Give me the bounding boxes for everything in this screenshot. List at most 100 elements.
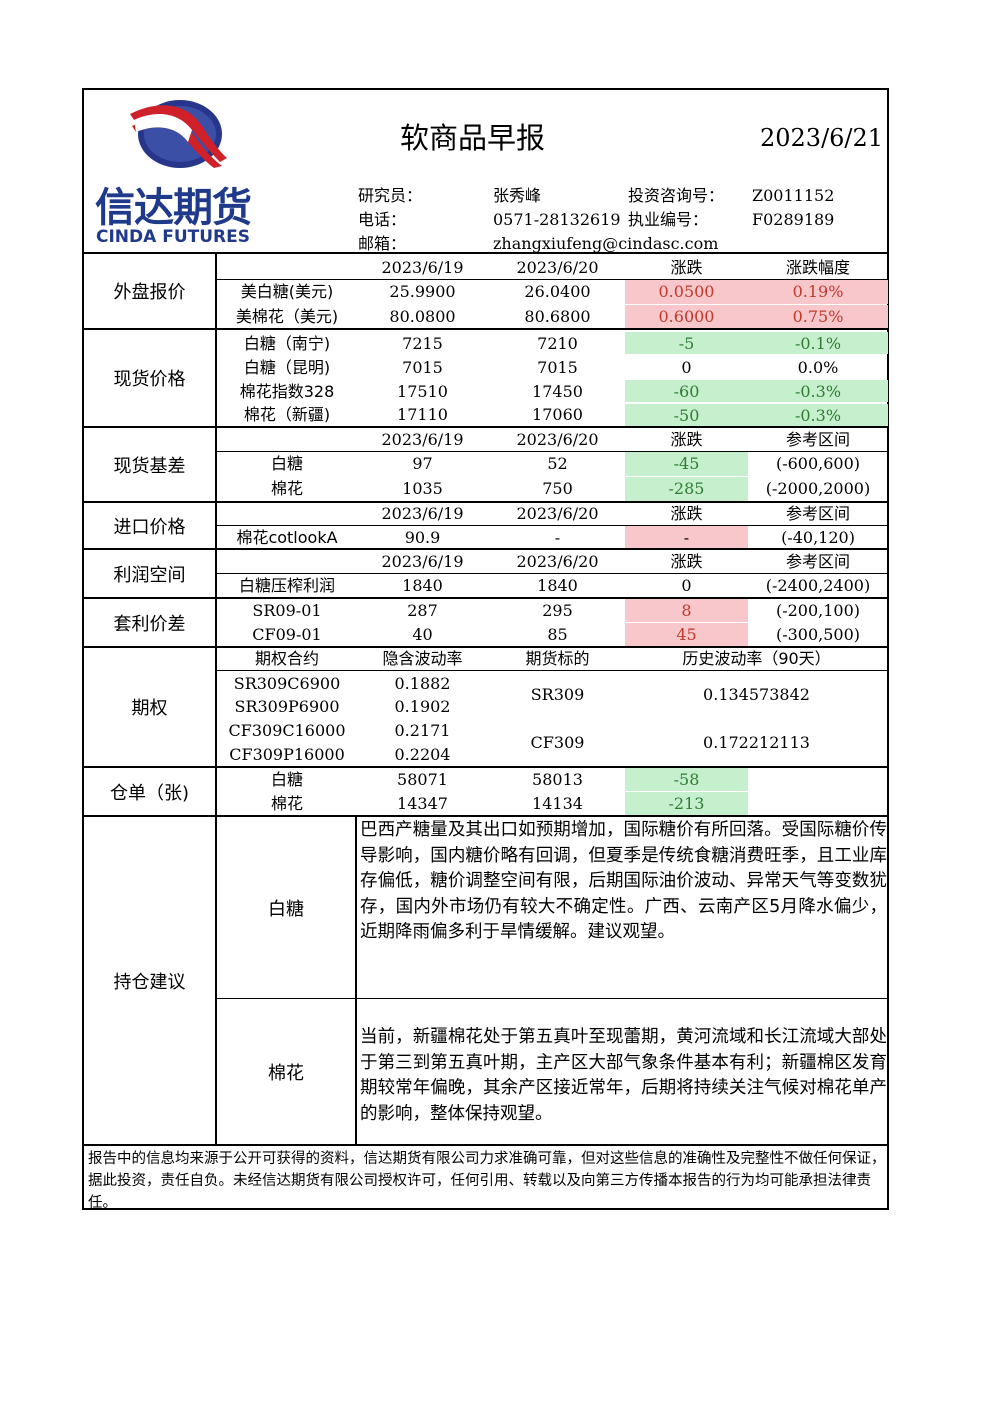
spot-chg: -60 [625, 380, 748, 402]
basis-range: (-2000,2000) [765, 479, 871, 498]
consult-no: Z0011152 [752, 186, 835, 205]
import-v1: 90.9 [404, 528, 441, 547]
col-underlying: 期货标的 [525, 649, 590, 668]
overseas-chg: 0.0500 [625, 280, 748, 304]
option-contract: SR309C6900 [233, 674, 341, 693]
warehouse-chg: -213 [625, 792, 748, 815]
profit-name: 白糖压榨利润 [238, 576, 335, 595]
spot-pct: -0.3% [748, 380, 888, 402]
section-import: 进口价格 [113, 516, 186, 538]
report-date: 2023/6/21 [760, 124, 884, 152]
col-change: 涨跌 [670, 258, 703, 277]
report-frame [82, 88, 889, 1210]
import-range: (-40,120) [781, 528, 855, 547]
spot-v1: 17110 [397, 405, 448, 424]
option-underlying: SR309 [530, 685, 585, 704]
spot-v2: 17450 [532, 382, 583, 401]
section-profit: 利润空间 [113, 564, 186, 586]
col-date2: 2023/6/20 [516, 258, 599, 277]
arb-v1: 287 [407, 601, 438, 620]
spot-name: 白糖（南宁) [243, 334, 331, 353]
email-link[interactable]: zhangxiufeng@cindasc.com [493, 234, 719, 253]
col-hist-vol: 历史波动率（90天） [682, 649, 831, 668]
overseas-v1: 25.9900 [389, 282, 456, 301]
overseas-pct: 0.75% [748, 305, 888, 328]
col-option-contract: 期权合约 [254, 649, 319, 668]
col-change: 涨跌 [670, 430, 703, 449]
basis-name: 白糖 [270, 454, 303, 473]
page-title: 软商品早报 [400, 121, 546, 155]
profit-v2: 1840 [537, 576, 578, 595]
warehouse-v2: 14134 [532, 794, 583, 813]
license-label: 执业编号： [628, 210, 709, 229]
logo-en-text: CINDA FUTURES [96, 227, 250, 247]
warehouse-name: 白糖 [270, 770, 303, 789]
arb-v2: 295 [542, 601, 573, 620]
col-range: 参考区间 [785, 430, 850, 449]
option-contract: SR309P6900 [234, 697, 340, 716]
advice-cotton-text: 当前，新疆棉花处于第五真叶至现蕾期，黄河流域和长江流域大部处于第三到第五真叶期，… [360, 1027, 887, 1124]
arb-name: SR09-01 [252, 601, 322, 620]
section-warehouse: 仓单（张) [109, 782, 190, 804]
disclaimer: 报告中的信息均来源于公开可获得的资料，信达期货有限公司力求准确可靠，但对这些信息… [88, 1151, 886, 1211]
basis-range: (-600,600) [775, 454, 861, 473]
col-implied-vol: 隐含波动率 [382, 649, 463, 668]
option-iv: 0.2204 [394, 745, 451, 764]
section-basis: 现货基差 [113, 455, 186, 477]
warehouse-chg: -58 [625, 768, 748, 791]
advice-sugar-label: 白糖 [268, 898, 304, 920]
spot-v1: 17510 [397, 382, 448, 401]
col-date1: 2023/6/19 [381, 552, 464, 571]
spot-v1: 7015 [402, 358, 443, 377]
option-iv: 0.1882 [394, 674, 451, 693]
col-date2: 2023/6/20 [516, 504, 599, 523]
overseas-v2: 26.0400 [524, 282, 591, 301]
researcher-name: 张秀峰 [493, 186, 542, 205]
section-spot: 现货价格 [113, 369, 186, 390]
spot-v2: 17060 [532, 405, 583, 424]
spot-pct: 0.0% [797, 358, 839, 377]
basis-chg: -45 [625, 452, 748, 476]
basis-v2: 52 [547, 454, 568, 473]
overseas-name: 美棉花（美元) [235, 307, 339, 326]
phone-label: 电话： [358, 210, 407, 229]
license-no: F0289189 [752, 210, 835, 229]
arb-range: (-300,500) [775, 625, 861, 644]
section-overseas: 外盘报价 [113, 282, 186, 303]
warehouse-v1: 14347 [397, 794, 448, 813]
spot-v2: 7015 [537, 358, 578, 377]
col-change-pct: 涨跌幅度 [785, 258, 850, 277]
option-underlying: CF309 [530, 733, 585, 752]
arb-chg: 8 [625, 599, 748, 622]
col-date2: 2023/6/20 [516, 552, 599, 571]
spot-name: 白糖（昆明) [243, 358, 331, 377]
option-iv: 0.1902 [394, 697, 451, 716]
arb-chg: 45 [625, 623, 748, 646]
warehouse-v2: 58013 [532, 770, 583, 789]
consult-label: 投资咨询号： [628, 186, 725, 205]
import-name: 棉花cotlookA [236, 528, 338, 547]
spot-name: 棉花（新疆) [243, 405, 331, 424]
option-iv: 0.2171 [394, 721, 451, 740]
section-options: 期权 [131, 698, 168, 719]
spot-pct: -0.1% [748, 332, 888, 354]
logo-cn-text: 信达期货 [95, 185, 252, 231]
col-change: 涨跌 [670, 552, 703, 571]
option-hist-vol: 0.172212113 [703, 733, 810, 752]
profit-chg: 0 [681, 576, 692, 595]
basis-v1: 1035 [402, 479, 443, 498]
section-arbitrage: 套利价差 [113, 613, 186, 635]
col-date2: 2023/6/20 [516, 430, 599, 449]
overseas-v2: 80.6800 [524, 307, 591, 326]
advice-cotton-label: 棉花 [268, 1063, 304, 1084]
arb-name: CF09-01 [252, 625, 322, 644]
col-date1: 2023/6/19 [381, 504, 464, 523]
overseas-name: 美白糖(美元) [240, 282, 334, 301]
spot-pct: -0.3% [748, 404, 888, 426]
arb-v1: 40 [412, 625, 433, 644]
spot-v1: 7215 [402, 334, 443, 353]
profit-range: (-2400,2400) [765, 576, 871, 595]
col-change: 涨跌 [670, 504, 703, 523]
import-v2: - [554, 528, 561, 547]
spot-v2: 7210 [537, 334, 578, 353]
